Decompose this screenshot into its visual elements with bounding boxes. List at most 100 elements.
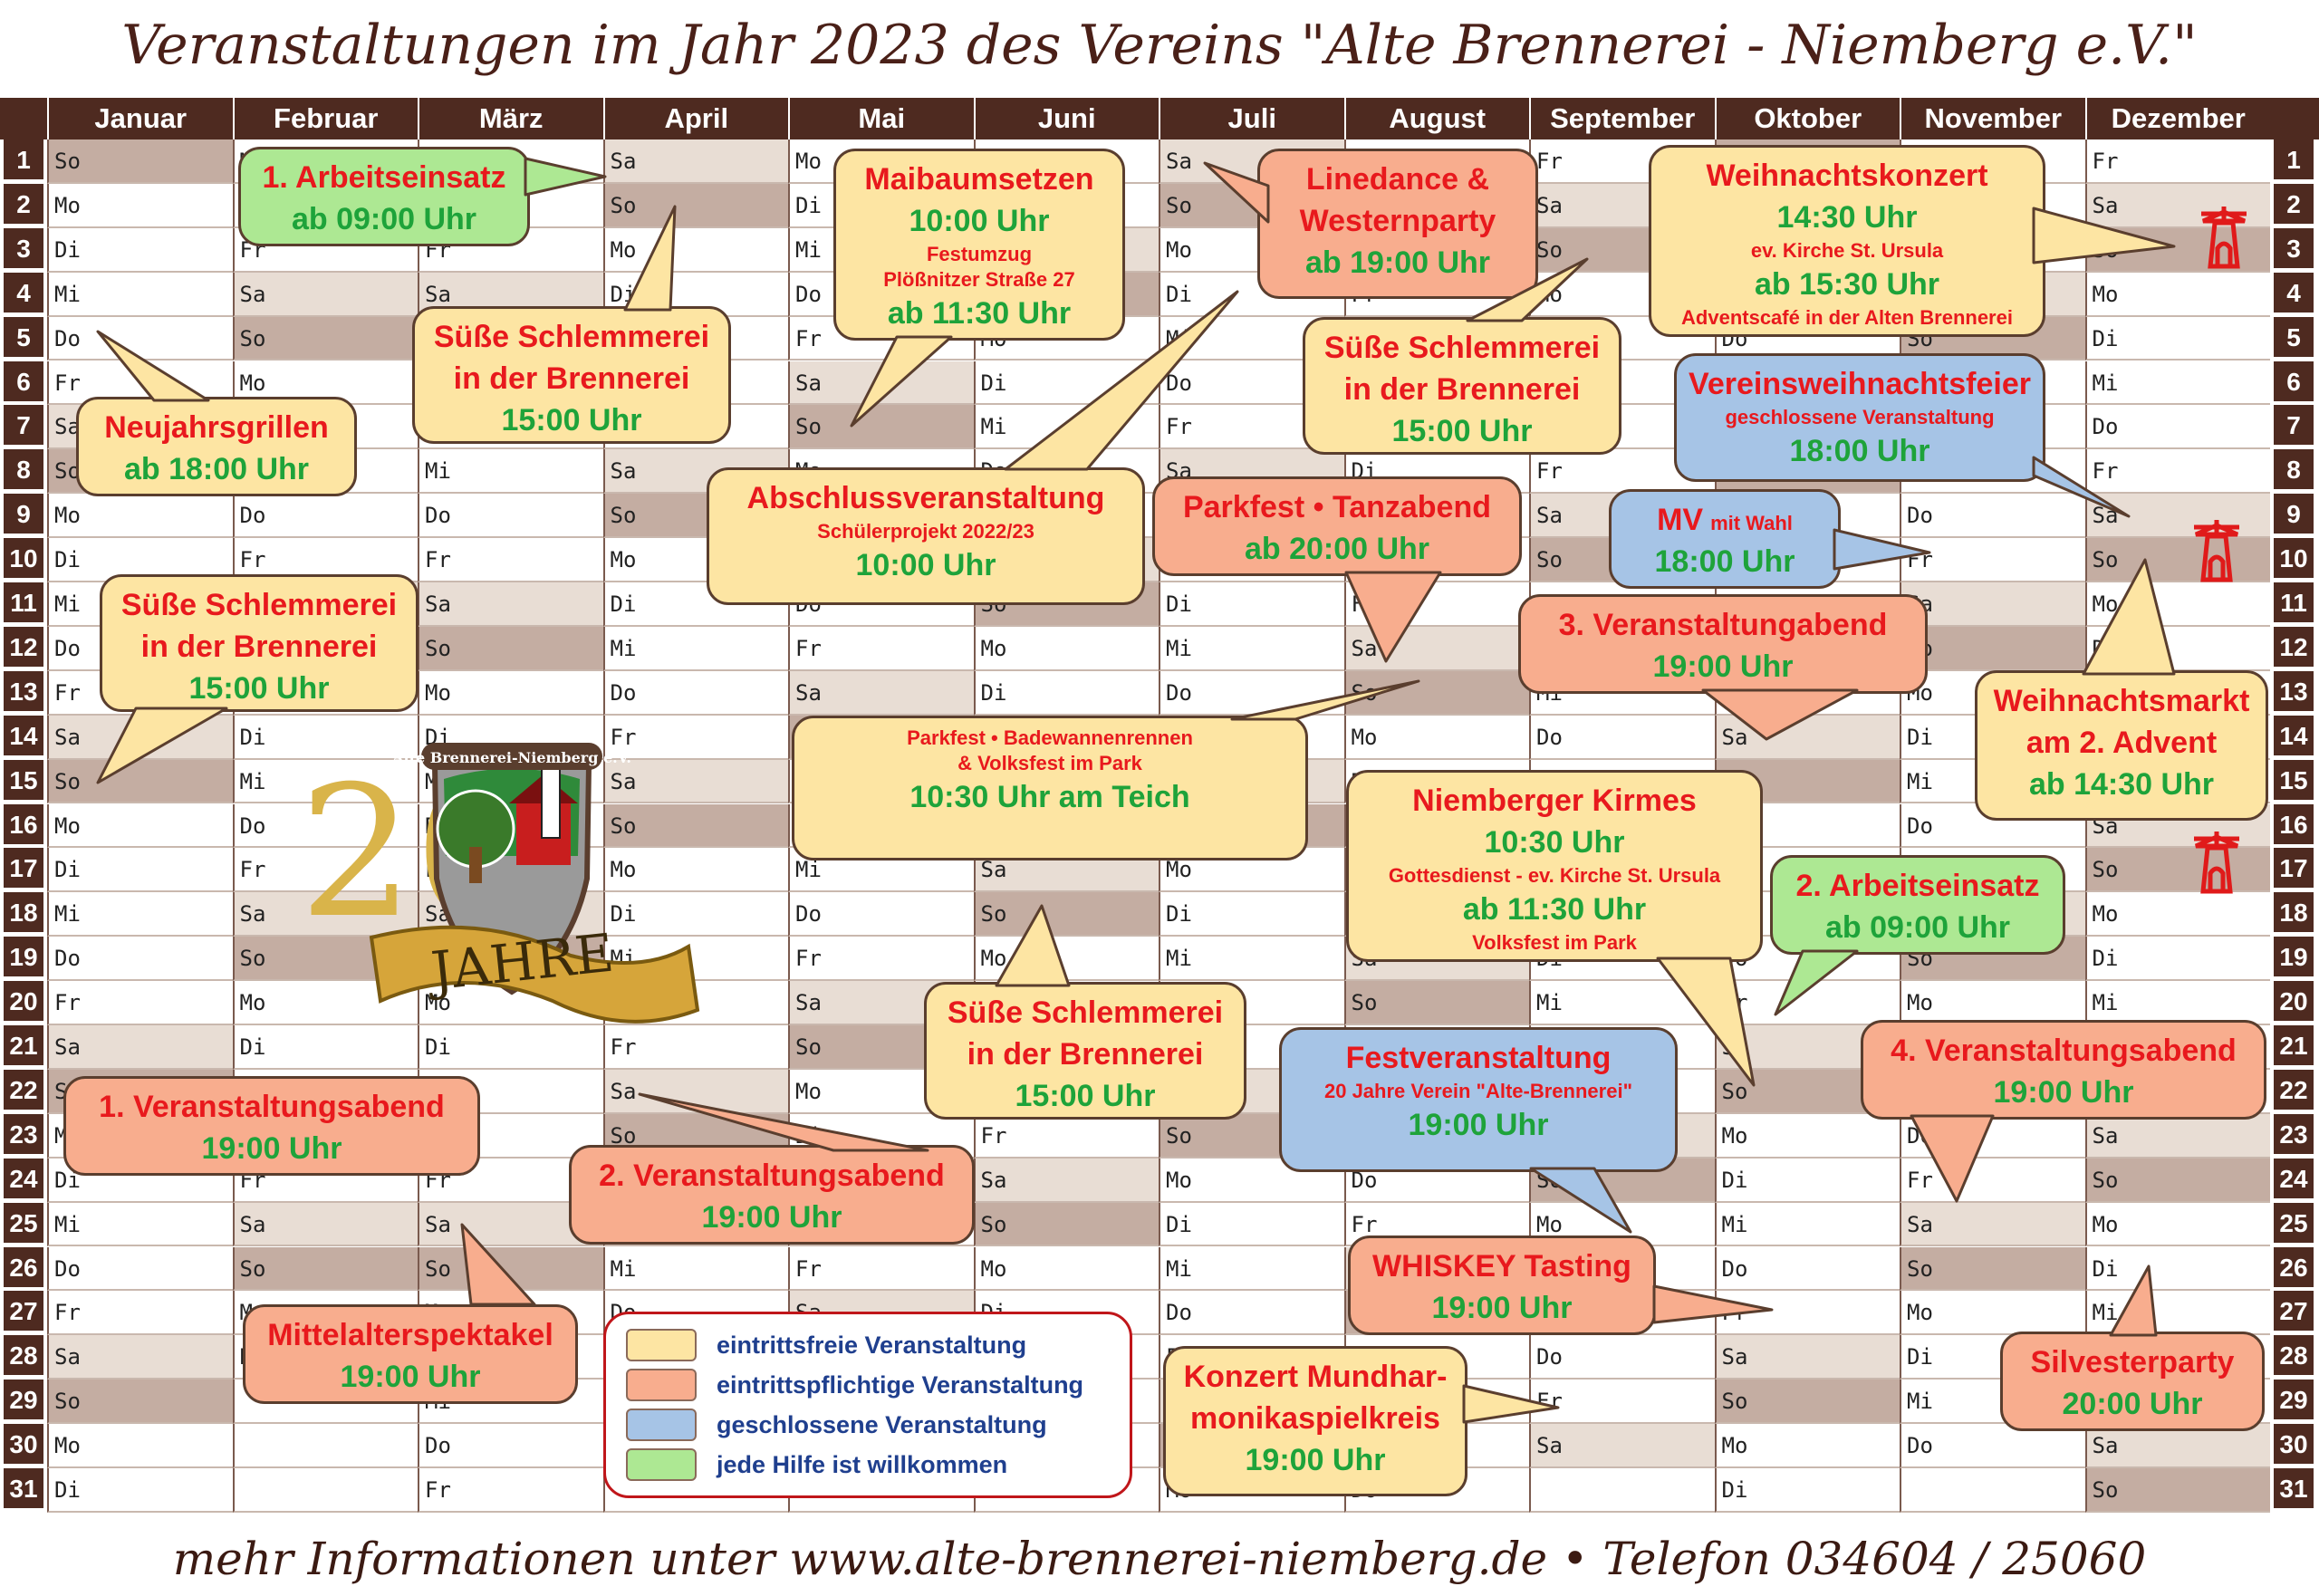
day-cell: Mo [602, 848, 788, 893]
day-number-right: 16 [2274, 803, 2314, 848]
event-text: Schülerprojekt 2022/23 [817, 520, 1034, 543]
day-cell: Sa [47, 1335, 233, 1380]
day-cell: Mi [2084, 981, 2270, 1025]
event-text: 4. Veranstaltungsabend [1891, 1034, 2237, 1068]
day-number-left: 23 [4, 1113, 43, 1158]
month-header: April [602, 98, 788, 139]
day-cell: Do [2084, 405, 2270, 450]
day-cell: Sa [47, 1025, 233, 1070]
day-cell: So [47, 1380, 233, 1425]
day-cell: Mi [418, 449, 603, 495]
event-text: ab 09:00 Uhr [291, 202, 477, 236]
day-cell: Di [232, 1025, 418, 1070]
event-text: 19:00 Uhr [1245, 1443, 1386, 1477]
day-cell: Do [1529, 1335, 1715, 1380]
day-cell: Di [47, 227, 233, 273]
day-number-right: 2 [2274, 183, 2314, 227]
day-number-left: 21 [4, 1025, 43, 1069]
event-text: Mittelalterspektakel [267, 1318, 553, 1352]
event-text: in der Brennerei [453, 361, 690, 396]
day-number-right: 7 [2274, 405, 2314, 449]
day-cell: Do [1900, 1424, 2085, 1468]
day-cell: Do [1900, 1113, 2085, 1159]
day-cell: So [47, 759, 233, 804]
day-number-left: 14 [4, 715, 43, 759]
day-cell: So [232, 316, 418, 361]
event-text: Parkfest • Badewannenrennen [907, 726, 1193, 749]
event-text: 15:00 Uhr [188, 671, 330, 706]
event-text: 18:00 Uhr [1654, 544, 1795, 579]
legend: eintrittsfreie Veranstaltung eintrittspf… [603, 1312, 1132, 1498]
day-cell: Di [2084, 626, 2270, 671]
day-cell: Sa [788, 361, 974, 406]
event-text: Linedance & [1305, 162, 1490, 197]
day-number-right: 26 [2274, 1246, 2314, 1291]
day-number-right: 11 [2274, 582, 2314, 626]
event-text: 19:00 Uhr [1408, 1108, 1549, 1142]
footer-contact: mehr Informationen unter www.alte-brenne… [172, 1533, 2147, 1585]
month-header: Januar [47, 98, 233, 139]
day-number-right: 13 [2274, 670, 2314, 715]
day-cell: Mo [973, 626, 1159, 671]
windmill-icon [2201, 207, 2247, 269]
day-number-right: 3 [2274, 227, 2314, 272]
day-number-left: 25 [4, 1202, 43, 1246]
event-text: ab 20:00 Uhr [1244, 532, 1430, 566]
windmill-icon [2194, 832, 2239, 894]
month-header: November [1900, 98, 2085, 139]
event-text: 15:00 Uhr [1015, 1079, 1156, 1113]
day-cell: Mo [2084, 892, 2270, 937]
day-cell: Fr [1343, 582, 1529, 627]
day-cell: Fr [602, 715, 788, 760]
day-cell: Mo [1343, 715, 1529, 760]
day-cell: Do [232, 494, 418, 539]
day-cell: Sa [418, 582, 603, 627]
day-cell: Mo [1714, 1424, 1900, 1468]
event-text: 20:00 Uhr [2062, 1387, 2203, 1421]
day-cell: Mo [2084, 272, 2270, 317]
day-number-left: 7 [4, 405, 43, 449]
day-number-left: 16 [4, 803, 43, 848]
day-number-left: 12 [4, 626, 43, 670]
day-number-right: 17 [2274, 848, 2314, 892]
event-text: Süße Schlemmerei [433, 320, 710, 354]
day-cell: Do [1159, 670, 1344, 716]
day-number-right: 24 [2274, 1158, 2314, 1202]
event-text: 2. Veranstaltungsabend [599, 1159, 945, 1193]
day-cell: Mi [1714, 1202, 1900, 1247]
day-cell: Di [1714, 1468, 1900, 1513]
day-cell: So [1714, 1380, 1900, 1425]
day-number-left: 13 [4, 670, 43, 715]
event-text: am 2. Advent [2026, 726, 2218, 760]
day-cell: Do [1159, 1291, 1344, 1336]
event-text: Weihnachtsmarkt [1993, 684, 2250, 718]
day-number-right: 4 [2274, 272, 2314, 316]
day-cell: Mi [1159, 937, 1344, 982]
day-cell: Di [2084, 316, 2270, 361]
event-text: 19:00 Uhr [1431, 1291, 1573, 1325]
day-cell: So [1343, 981, 1529, 1025]
day-cell: Di [418, 1025, 603, 1070]
day-number-right: 19 [2274, 937, 2314, 981]
day-cell: So [602, 803, 788, 849]
day-cell: Do [47, 937, 233, 982]
day-cell: Di [973, 670, 1159, 716]
event-text: Festumzug [926, 243, 1033, 265]
event-text: 1. Veranstaltungsabend [99, 1090, 445, 1124]
day-cell: Fr [602, 1025, 788, 1070]
day-cell: Mi [602, 626, 788, 671]
header-corner [2270, 98, 2319, 139]
day-cell: Mi [47, 892, 233, 937]
day-cell: Di [232, 715, 418, 760]
day-number-right: 23 [2274, 1113, 2314, 1158]
event-text: 10:00 Uhr [855, 548, 996, 582]
day-number-right: 1 [2274, 139, 2314, 183]
day-number-right: 6 [2274, 361, 2314, 405]
